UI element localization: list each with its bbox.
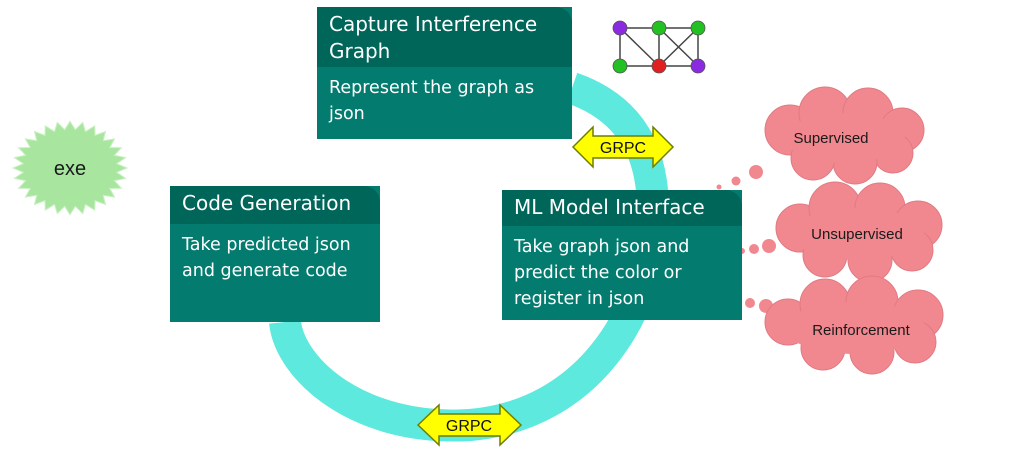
code-box-title: Code Generation — [170, 186, 380, 224]
graph-node — [651, 20, 667, 36]
capture-interference-graph-box: Capture Interference Graph Represent the… — [317, 7, 572, 139]
graph-node — [651, 58, 667, 74]
graph-node — [690, 58, 706, 74]
graph-node — [690, 20, 706, 36]
grpc-bottom-label: GRPC — [446, 418, 492, 435]
capture-box-body: Represent the graph as json — [329, 78, 535, 124]
cloud-unsupervised-label: Unsupervised — [811, 226, 903, 243]
graph-node — [612, 58, 628, 74]
capture-box-title: Capture Interference Graph — [317, 7, 572, 67]
thought-dots — [716, 165, 776, 313]
cloud-unsupervised — [775, 181, 943, 283]
cloud-reinforcement-label: Reinforcement — [812, 322, 910, 339]
ml-box-body: Take graph json and predict the color or… — [514, 237, 690, 309]
cloud-supervised-label: Supervised — [793, 130, 868, 147]
exe-label: exe — [54, 158, 86, 180]
code-generation-box: Code Generation Take predicted json and … — [170, 186, 380, 322]
cloud-supervised — [764, 86, 925, 185]
grpc-top-label: GRPC — [600, 140, 646, 157]
interference-graph-icon — [612, 20, 706, 74]
ml-box-title: ML Model Interface — [502, 190, 742, 226]
exe-burst-shape — [11, 120, 129, 216]
cloud-reinforcement — [764, 275, 944, 375]
ml-model-interface-box: ML Model Interface Take graph json and p… — [502, 190, 742, 320]
grpc-arrow-top: GRPC — [571, 125, 675, 169]
graph-node — [612, 20, 628, 36]
code-box-body: Take predicted json and generate code — [182, 235, 351, 281]
grpc-arrow-bottom: GRPC — [416, 403, 523, 447]
